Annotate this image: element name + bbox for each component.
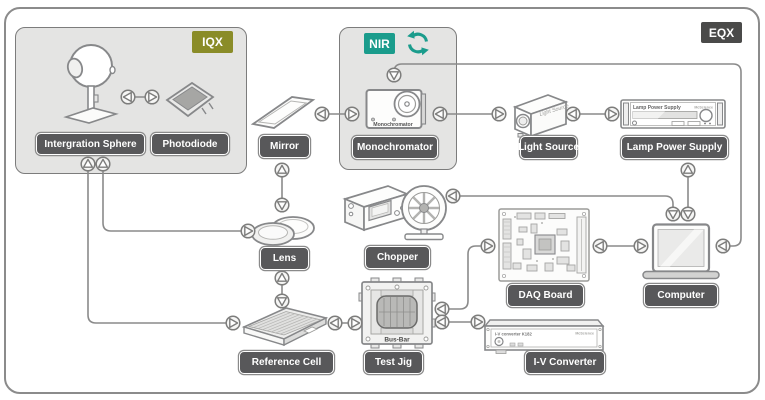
integration-sphere-label: Intergration Sphere: [36, 133, 145, 155]
chopper-icon: [342, 185, 447, 241]
test-jig-label: Test Jig: [364, 351, 423, 374]
photodiode-icon: [165, 81, 215, 118]
computer-label: Computer: [644, 284, 718, 307]
monochromator-device-text: Monochromator: [373, 122, 412, 128]
lps-brand-text: McScience: [694, 106, 713, 110]
diagram-outer-frame: [4, 7, 760, 394]
refresh-cycle-icon: [407, 30, 429, 56]
integration-sphere-icon: [63, 44, 119, 124]
lamp-power-supply-label: Lamp Power Supply: [621, 136, 728, 159]
arrow-connectors: [80, 67, 731, 331]
photodiode-label: Photodiode: [151, 133, 229, 155]
iv-converter-icon: I-V converter K182 McScience: [483, 319, 605, 354]
eqx-badge: EQX: [701, 22, 742, 43]
lens-label: Lens: [260, 247, 309, 270]
computer-icon: [642, 223, 720, 280]
light-source-label: Light Source: [518, 136, 579, 159]
reference-cell-label: Reference Cell: [239, 351, 334, 374]
nir-badge: NIR: [364, 33, 395, 54]
iv-converter-device-text: I-V converter K182: [495, 332, 532, 337]
test-jig-busbar-text: Bus-Bar: [384, 337, 410, 344]
mirror-label: Mirror: [259, 135, 310, 158]
lens-icon: [251, 216, 315, 246]
lps-device-text: Lamp Power Supply: [633, 105, 681, 111]
iv-converter-label: I-V Converter: [525, 351, 605, 374]
monochromator-icon: Monochromator: [365, 89, 427, 129]
reference-cell-icon: [241, 307, 329, 347]
mirror-icon: [250, 96, 316, 129]
iv-converter-brand-text: McScience: [575, 332, 594, 336]
light-source-icon: Light Source: [512, 94, 570, 138]
chopper-label: Chopper: [365, 246, 430, 269]
daq-board-icon: [498, 208, 590, 282]
test-jig-icon: Bus-Bar: [358, 277, 436, 349]
lamp-power-supply-icon: Lamp Power Supply McScience: [620, 99, 726, 129]
daq-board-label: DAQ Board: [507, 284, 584, 307]
iqx-badge: IQX: [192, 31, 233, 53]
monochromator-label: Monochromator: [352, 136, 438, 159]
